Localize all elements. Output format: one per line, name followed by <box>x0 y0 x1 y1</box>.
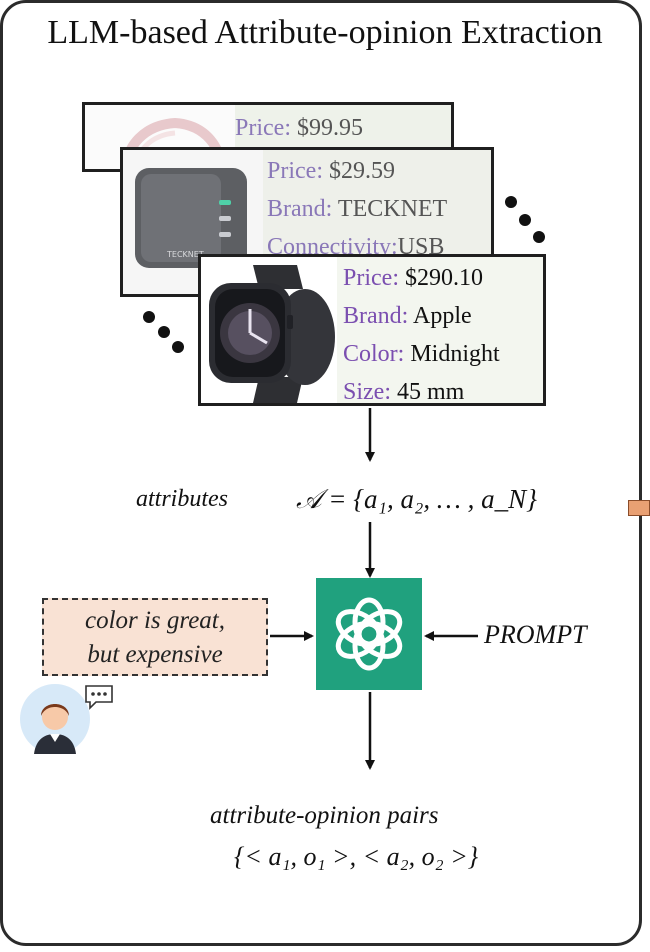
panel-title: LLM-based Attribute-opinion Extraction <box>47 14 603 51</box>
attr-key: Price: <box>343 265 399 291</box>
attr-value: $290.10 <box>404 265 483 291</box>
llm-box <box>316 578 422 690</box>
user-review-box: color is great, but expensive <box>42 598 268 676</box>
smartwatch-image <box>201 257 337 403</box>
watch-attributes: Price: $290.10 Brand: Apple Color: Midni… <box>343 259 500 405</box>
side-connector <box>628 500 650 516</box>
chat-bubble-icon <box>84 684 114 710</box>
ellipsis-dot <box>172 341 184 353</box>
user-avatar-icon <box>20 684 90 754</box>
charger-image: TECKNET <box>123 150 263 294</box>
pairs-set: {< a₁, o₁ >, < a₂, o₂ >} <box>234 842 479 871</box>
review-line: color is great, <box>84 607 226 634</box>
ellipsis-dot <box>533 231 545 243</box>
review-line: but expensive <box>87 641 223 668</box>
attributes-set: 𝒜 = {a₁, a₂, … , a_N} <box>296 484 537 514</box>
product-card-charger: TECKNET Price: $29.59 Brand: TECKNET Con… <box>120 147 494 297</box>
ellipsis-dot <box>143 311 155 323</box>
attr-value: 45 mm <box>397 379 465 405</box>
prompt-label: PROMPT <box>484 620 587 649</box>
attributes-label: attributes <box>136 486 229 512</box>
ellipsis-dot <box>158 326 170 338</box>
attr-key: Price: <box>235 115 291 141</box>
openai-logo-icon <box>335 597 403 671</box>
attr-value: Apple <box>413 303 472 329</box>
charger-label: TECKNET <box>167 250 204 259</box>
attr-value: $99.95 <box>296 115 363 141</box>
attr-value: $29.59 <box>328 158 395 184</box>
attr-key: Price: <box>267 158 323 184</box>
pairs-label: attribute-opinion pairs <box>210 802 439 829</box>
charger-attributes: Price: $29.59 Brand: TECKNET Connectivit… <box>267 152 447 266</box>
attr-key: Color: <box>343 341 405 367</box>
attr-value: TECKNET <box>337 196 448 222</box>
headphones-attributes: Price: $99.95 <box>235 109 363 147</box>
attr-key: Brand: <box>343 303 409 329</box>
product-card-watch: Price: $290.10 Brand: Apple Color: Midni… <box>198 254 546 406</box>
attr-key: Brand: <box>267 196 333 222</box>
ellipsis-dot <box>519 214 531 226</box>
attr-key: Size: <box>343 379 391 405</box>
ellipsis-dot <box>505 196 517 208</box>
attr-value: Midnight <box>410 341 500 367</box>
